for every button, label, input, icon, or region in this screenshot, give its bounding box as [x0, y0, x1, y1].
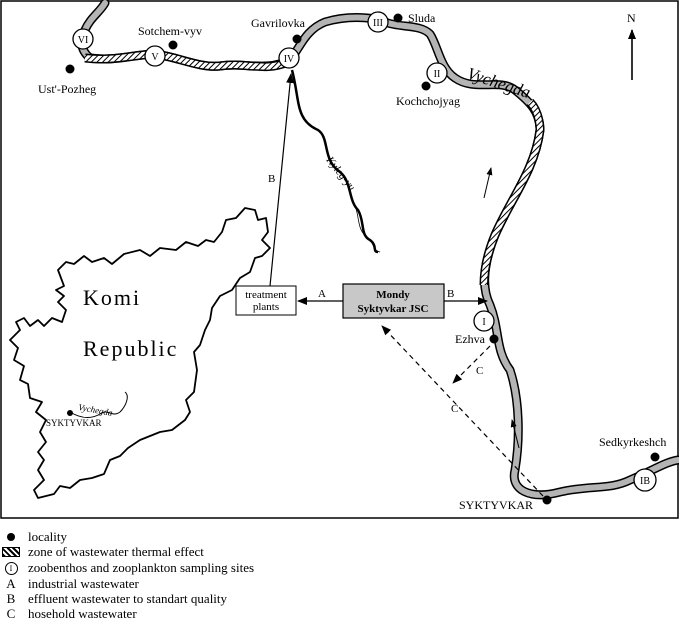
treatment-plants-box [235, 285, 297, 316]
flow-b-label: B [447, 288, 454, 300]
locality-ust-pozheg: Ust'-Pozheg [38, 82, 96, 96]
svg-text:I: I [482, 317, 485, 328]
sampling-site: IB [633, 468, 657, 492]
sampling-site: III [367, 11, 389, 33]
flow-c-ezhva-label: C [476, 365, 483, 377]
locality-gavrilovka: Gavrilovka [251, 16, 306, 30]
legend-thermal-text: zone of wastewater thermal effect [28, 544, 204, 559]
locality-dot [542, 495, 552, 505]
svg-text:IB: IB [640, 476, 650, 487]
flow-arrow [510, 419, 520, 449]
flow-arrow [483, 167, 493, 199]
sampling-site: VI [72, 28, 94, 50]
legend-locality: locality [2, 529, 67, 545]
legend-c-key: C [6, 606, 16, 621]
treatment-label-1: treatment [245, 289, 287, 301]
legend-c: C hosehold wastewater [2, 606, 137, 622]
locality-dot [650, 452, 660, 462]
thermal-zone [84, 49, 545, 286]
map: Komi Republic Vychegda SYKTYVKAR Ust'-Po… [0, 0, 679, 519]
north-label: N [627, 11, 636, 25]
legend-locality-text: locality [28, 529, 67, 544]
locality-sotchem: Sotchem-vyv [138, 24, 202, 38]
treatment-label-2: plants [253, 301, 279, 313]
flow-b-effluent-label: B [268, 173, 275, 185]
kyleg-yu-upper [354, 204, 381, 253]
svg-text:III: III [373, 18, 383, 29]
inset-city-label: SYKTYVKAR [46, 418, 102, 428]
svg-text:II: II [434, 69, 441, 80]
locality-sedkyrkeshch: Sedkyrkeshch [599, 435, 666, 449]
flow-c-label: C [451, 403, 458, 415]
inset-city-dot [67, 410, 73, 416]
legend-sites-text: zoobenthos and zooplankton sampling site… [28, 560, 255, 575]
mill-label-2: Syktyvkar JSC [357, 303, 428, 315]
locality-dot [489, 334, 499, 344]
inset-republic-label: Republic [83, 336, 178, 361]
locality-kochchojyag: Kochchojyag [396, 94, 460, 108]
locality-dot-icon [2, 530, 20, 544]
komi-outline [9, 207, 271, 499]
sampling-site: I [473, 310, 495, 332]
map-frame [0, 0, 679, 519]
legend-a-key: A [6, 576, 16, 591]
legend-b-key: B [6, 591, 16, 606]
legend-c-text: hosehold wastewater [28, 606, 137, 621]
legend-a-text: industrial wastewater [28, 576, 139, 591]
svg-text:V: V [151, 52, 159, 63]
legend-thermal: zone of wastewater thermal effect [2, 544, 204, 560]
flow-c-arrow [381, 325, 544, 497]
locality-dot [421, 81, 431, 91]
inset-river [69, 391, 128, 419]
locality-dot [65, 64, 75, 74]
svg-text:VI: VI [78, 35, 89, 46]
sampling-site: II [426, 62, 448, 84]
hatch-icon [2, 545, 20, 559]
sampling-site: V [144, 45, 166, 67]
legend: locality zone of wastewater thermal effe… [0, 521, 679, 627]
locality-dot [393, 13, 403, 23]
sampling-site: IV [278, 47, 300, 69]
flow-b-effluent-arrow [269, 73, 295, 287]
locality-ezhva: Ezhva [455, 332, 486, 346]
legend-sites: I zoobenthos and zooplankton sampling si… [2, 560, 254, 576]
legend-b-text: effluent wastewater to standart quality [28, 591, 228, 606]
svg-text:IV: IV [284, 54, 295, 65]
locality-sluda: Sluda [408, 11, 436, 25]
mill-label-1: Mondy [376, 289, 410, 301]
locality-dot [292, 34, 302, 44]
legend-b: B effluent wastewater to standart qualit… [2, 591, 227, 607]
site-circle-icon: I [2, 561, 20, 575]
locality-syktyvkar: SYKTYVKAR [459, 498, 533, 512]
legend-a: A industrial wastewater [2, 576, 139, 592]
inset-komi-label: Komi [83, 285, 141, 310]
flow-a-label: A [318, 288, 326, 300]
locality-dot [168, 40, 178, 50]
